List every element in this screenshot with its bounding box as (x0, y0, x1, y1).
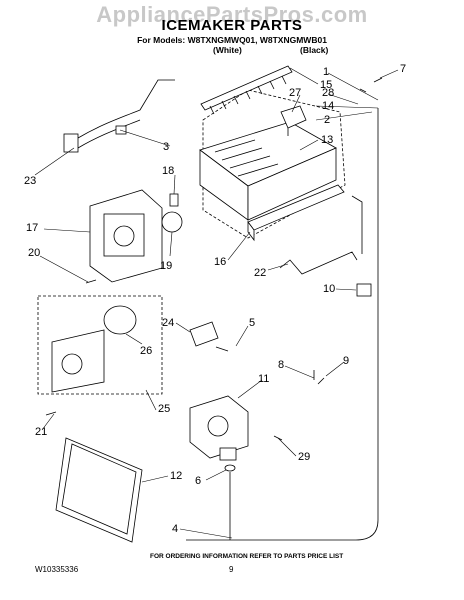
callout-7: 7 (400, 63, 407, 75)
drive-gear-part (161, 211, 183, 233)
callout-16: 16 (214, 256, 227, 268)
callout-14: 14 (322, 100, 335, 112)
callout-4: 4 (172, 523, 179, 535)
watermark: AppliancePartsPros.com (96, 2, 368, 27)
callout-5: 5 (249, 317, 256, 329)
callout-23: 23 (24, 175, 37, 187)
callout-9: 9 (343, 355, 350, 367)
variant-white: (White) (213, 45, 242, 55)
doc-number: W10335336 (35, 565, 79, 574)
bail-wire-part (279, 251, 358, 275)
callout-17: 17 (26, 222, 39, 234)
control-housing-part (89, 189, 163, 283)
callout-2: 2 (324, 114, 331, 126)
variant-black: (Black) (300, 45, 329, 55)
wiring-harness-part (63, 79, 175, 153)
cover-block-part (189, 321, 219, 347)
callout-29: 29 (298, 451, 311, 463)
callout-28: 28 (322, 87, 335, 99)
callout-6: 6 (195, 475, 202, 487)
ordering-note: FOR ORDERING INFORMATION REFER TO PARTS … (150, 553, 344, 560)
callout-24: 24 (162, 317, 175, 329)
callout-26: 26 (140, 345, 153, 357)
control-module-dashed-outline (37, 295, 163, 395)
page-title: ICEMAKER PARTS (161, 17, 303, 34)
callout-12: 12 (170, 470, 183, 482)
callout-8: 8 (278, 359, 285, 371)
callout-27: 27 (289, 87, 302, 99)
callout-11: 11 (258, 373, 270, 385)
callout-19: 19 (160, 260, 173, 272)
motor-shaft-part (169, 193, 179, 207)
motor-part (103, 305, 137, 335)
callout-18: 18 (162, 165, 175, 177)
page-number: 9 (229, 565, 234, 574)
icemaker-assembly-dashed-outline (202, 89, 346, 239)
callout-13: 13 (321, 134, 334, 146)
water-valve-part (189, 395, 249, 461)
foam-pad-part (55, 437, 143, 543)
heater-bracket-part (247, 184, 345, 242)
harness-rod (351, 195, 363, 254)
stripper-comb-part (200, 65, 293, 115)
callout-22: 22 (254, 267, 267, 279)
models-line: For Models: W8TXNGMWQ01, W8TXNGMWB01 (137, 35, 327, 45)
callout-10: 10 (323, 283, 336, 295)
ice-mold-tray-part (199, 121, 337, 221)
callout-20: 20 (28, 247, 41, 259)
clip-part (356, 283, 372, 297)
callout-15: 15 (320, 79, 333, 91)
module-base-part (51, 329, 105, 393)
callout-25: 25 (158, 403, 171, 415)
callout-1: 1 (323, 66, 330, 78)
callout-3: 3 (163, 141, 170, 153)
callout-21: 21 (35, 426, 48, 438)
compression-nut-part (224, 464, 236, 472)
water-line-tube (186, 108, 379, 541)
leader-lines (34, 67, 399, 539)
